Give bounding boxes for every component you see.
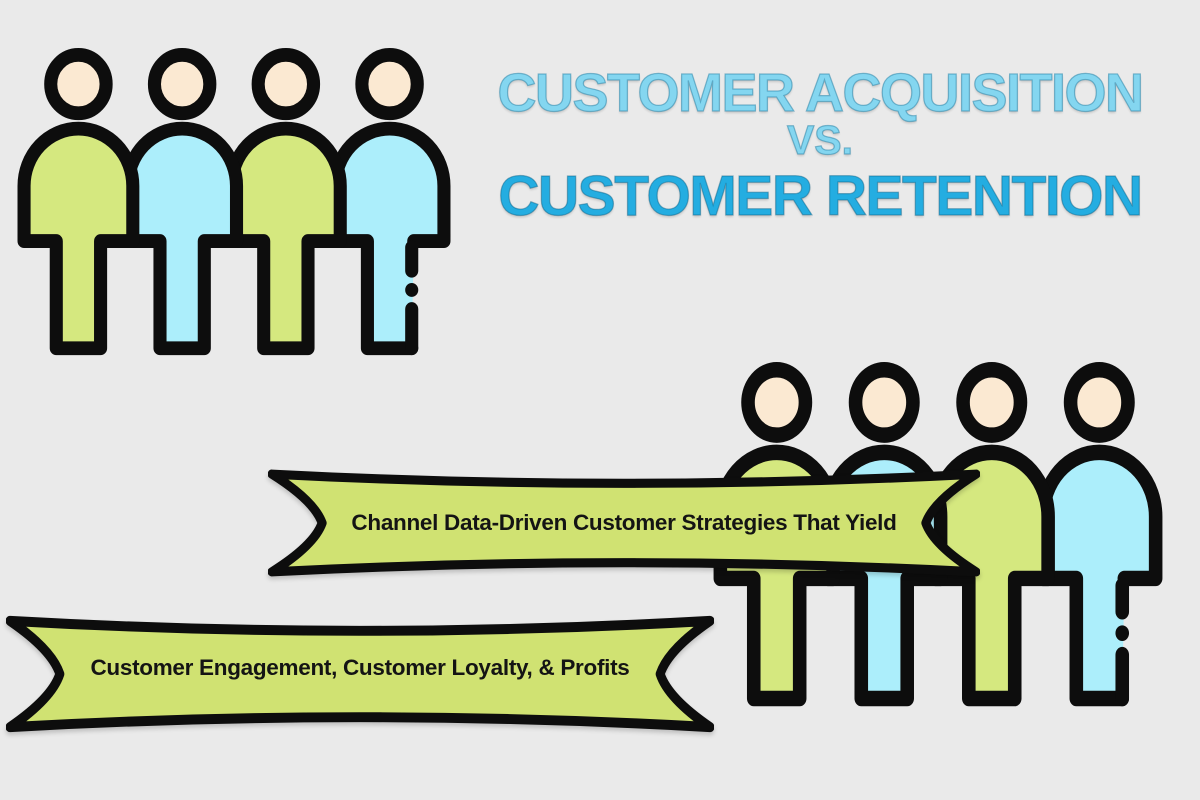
page-title: CUSTOMER ACQUISITION VS. CUSTOMER RETENT… <box>420 63 1200 228</box>
title-line-retention: CUSTOMER RETENTION <box>498 164 1144 228</box>
customer-group-acquisition-icon <box>16 48 452 362</box>
title-line-acquisition: CUSTOMER ACQUISITION <box>497 63 1145 123</box>
ribbon-banner-top-text: Channel Data-Driven Customer Strategies … <box>351 510 897 535</box>
ribbon-banner-top: Channel Data-Driven Customer Strategies … <box>268 466 980 580</box>
ribbon-banner-bottom: Customer Engagement, Customer Loyalty, &… <box>6 612 714 736</box>
title-line-vs: VS. <box>786 117 854 163</box>
ribbon-banner-bottom-text: Customer Engagement, Customer Loyalty, &… <box>90 655 630 680</box>
